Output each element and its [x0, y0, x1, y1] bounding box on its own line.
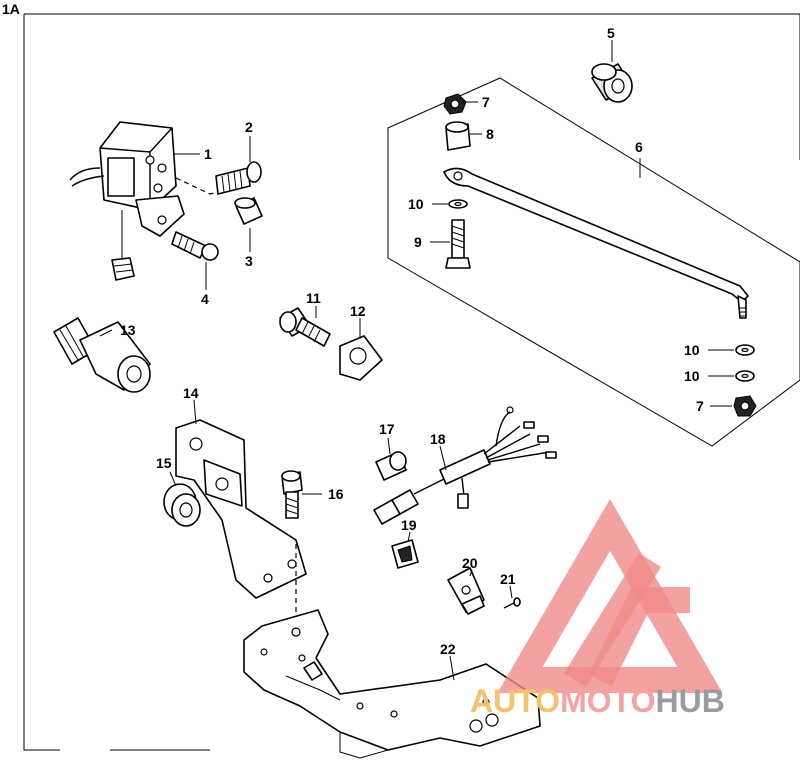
part-6-link-rod: [443, 167, 749, 319]
part-10-washer-low: [735, 370, 755, 382]
watermark-logo: [497, 499, 723, 693]
part-12-bushing: [339, 335, 383, 381]
part-5-bushing: [591, 63, 633, 103]
part-7-nut-top: [443, 93, 467, 115]
part-7-nut-bottom: [733, 395, 757, 417]
part-10-washer-top: [448, 199, 468, 209]
part-2-screw: [215, 161, 262, 195]
callout-10-mid: 10: [684, 342, 700, 358]
callout-22: 22: [440, 641, 456, 657]
part-3-spacer: [234, 197, 263, 225]
callout-12: 12: [350, 303, 366, 319]
callout-16: 16: [328, 486, 344, 502]
part-21-screw: [503, 597, 521, 609]
callout-14: 14: [183, 385, 199, 401]
part-4-screw: [171, 231, 219, 261]
part-13-adapter: [53, 317, 151, 393]
callout-5: 5: [607, 25, 615, 41]
part-22-base-plate: [243, 609, 541, 759]
callout-13: 13: [120, 322, 136, 338]
part-9-bolt: [445, 219, 471, 269]
part-16-bolt: [281, 470, 303, 519]
callout-20: 20: [462, 555, 478, 571]
part-15-bushing: [163, 483, 201, 527]
callout-6: 6: [635, 139, 643, 155]
part-1-solenoid: [69, 121, 229, 281]
callout-3: 3: [245, 253, 253, 269]
callout-21: 21: [500, 571, 516, 587]
part-8-collar: [445, 121, 471, 151]
watermark-word-hub: HUB: [655, 683, 724, 719]
figure-label: 1A: [2, 1, 20, 17]
part-10-washer-mid: [735, 344, 755, 356]
callout-17: 17: [379, 421, 395, 437]
callout-7-bottom: 7: [696, 398, 704, 414]
callout-19: 19: [401, 517, 417, 533]
callout-11: 11: [306, 290, 321, 306]
leader-lines: [99, 40, 734, 681]
callout-7-top: 7: [482, 94, 490, 110]
watermark-word-moto: MOTO: [560, 683, 655, 719]
part-17-cap: [375, 451, 407, 481]
part-19-clip: [391, 539, 419, 569]
callout-10-low: 10: [684, 368, 700, 384]
part-20-bracket: [447, 567, 485, 615]
watermark-text: AUTOMOTOHUB: [470, 683, 725, 719]
kit-box-outline: [387, 77, 800, 447]
watermark-word-auto: AUTO: [470, 683, 560, 719]
callout-labels: 1 2 3 4 5 6 7 8 9 10 10 10 7 11 12 13 14…: [120, 25, 704, 657]
callout-10-top: 10: [408, 196, 424, 212]
callout-1: 1: [204, 146, 212, 162]
callout-15: 15: [156, 455, 172, 471]
part-18-wire-harness: [373, 406, 557, 525]
callout-18: 18: [430, 431, 446, 447]
callout-9: 9: [414, 234, 422, 250]
part-14-bracket: [175, 419, 307, 632]
part-11-bolt: [279, 307, 331, 347]
callout-2: 2: [245, 119, 253, 135]
callout-8: 8: [486, 126, 494, 142]
callout-4: 4: [201, 291, 209, 307]
diagram-frame: [23, 13, 800, 751]
